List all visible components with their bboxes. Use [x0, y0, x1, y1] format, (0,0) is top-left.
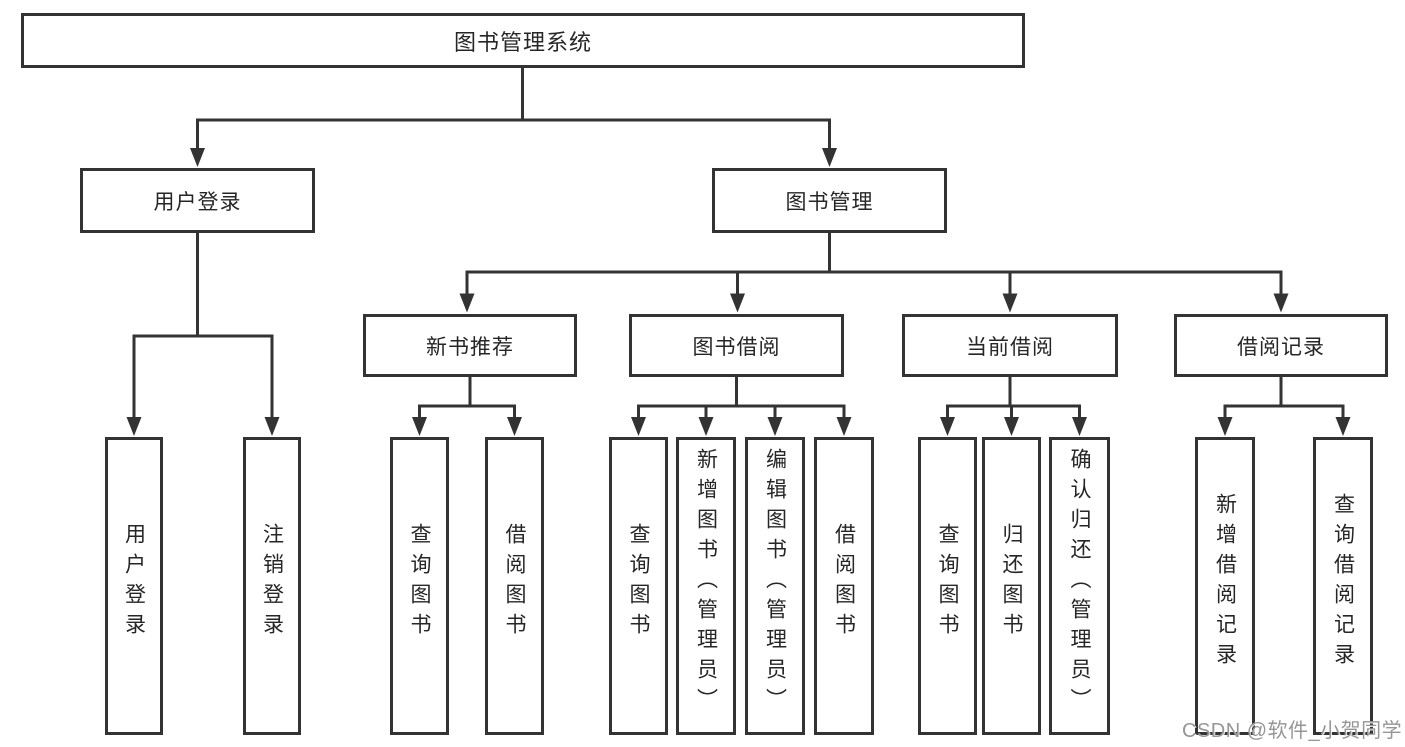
leaf-query-books-borrow: 查询图书 [609, 437, 668, 735]
node-current-borrow: 当前借阅 [902, 314, 1118, 377]
leaf-user-login: 用户登录 [105, 437, 163, 735]
leaf-query-borrow-record-label: 查询借阅记录 [1331, 493, 1355, 673]
leaf-add-book-admin: 新增图书（管理员） [676, 437, 736, 735]
node-new-book-recommend: 新书推荐 [363, 314, 577, 377]
leaf-edit-book-admin-label: 编辑图书（管理员） [763, 448, 787, 718]
leaf-borrow-books-label: 借阅图书 [832, 523, 856, 643]
node-book-borrow: 图书借阅 [629, 314, 844, 377]
node-book-borrow-label: 图书借阅 [692, 335, 781, 359]
leaf-logout: 注销登录 [243, 437, 301, 735]
leaf-borrow-books-recommend: 借阅图书 [485, 437, 544, 735]
leaf-user-login-label: 用户登录 [122, 523, 146, 643]
node-book-management: 图书管理 [712, 168, 947, 233]
node-book-management-label: 图书管理 [785, 190, 874, 214]
node-borrow-records: 借阅记录 [1174, 314, 1388, 377]
leaf-query-books-recommend-label: 查询图书 [408, 523, 432, 643]
leaf-add-borrow-record: 新增借阅记录 [1195, 437, 1255, 735]
leaf-add-borrow-record-label: 新增借阅记录 [1213, 493, 1237, 673]
leaf-add-book-admin-label: 新增图书（管理员） [694, 448, 718, 718]
leaf-logout-label: 注销登录 [260, 523, 284, 643]
leaf-confirm-return-admin: 确认归还（管理员） [1049, 437, 1110, 735]
leaf-borrow-books-recommend-label: 借阅图书 [503, 523, 527, 643]
node-user-login: 用户登录 [80, 168, 315, 233]
leaf-query-books-current-label: 查询图书 [936, 523, 960, 643]
leaf-return-book: 归还图书 [982, 437, 1041, 735]
leaf-query-books-current: 查询图书 [918, 437, 977, 735]
leaf-edit-book-admin: 编辑图书（管理员） [745, 437, 805, 735]
leaf-query-borrow-record: 查询借阅记录 [1313, 437, 1373, 735]
csdn-watermark: CSDN @软件_小贺同学 [1182, 720, 1403, 742]
leaf-return-book-label: 归还图书 [1000, 523, 1024, 643]
node-borrow-records-label: 借阅记录 [1237, 335, 1325, 359]
node-current-borrow-label: 当前借阅 [966, 335, 1054, 359]
leaf-query-books-recommend: 查询图书 [390, 437, 449, 735]
leaf-query-books-borrow-label: 查询图书 [627, 523, 651, 643]
root-node: 图书管理系统 [21, 13, 1025, 68]
root-node-label: 图书管理系统 [453, 29, 592, 55]
node-new-book-recommend-label: 新书推荐 [426, 335, 514, 359]
leaf-confirm-return-admin-label: 确认归还（管理员） [1068, 448, 1092, 718]
node-user-login-label: 用户登录 [153, 190, 242, 214]
leaf-borrow-books: 借阅图书 [814, 437, 874, 735]
